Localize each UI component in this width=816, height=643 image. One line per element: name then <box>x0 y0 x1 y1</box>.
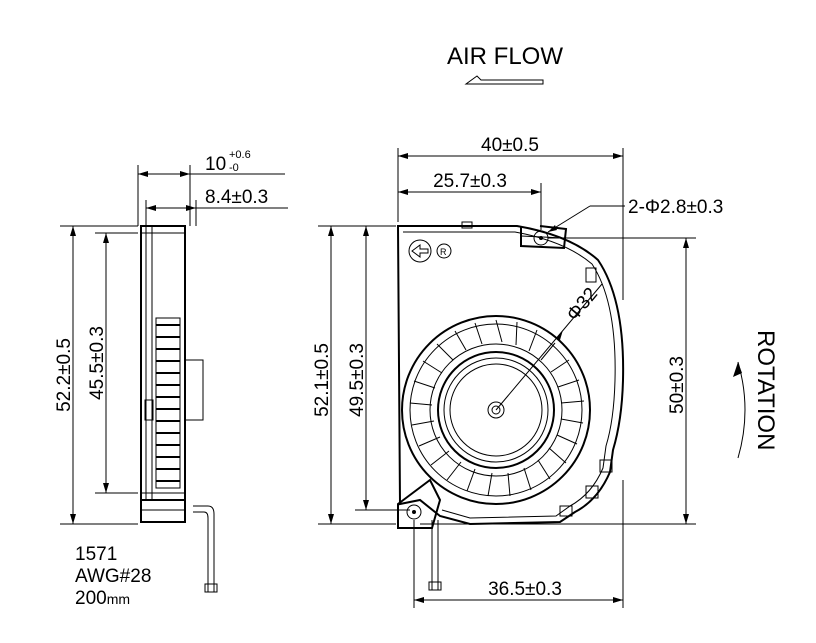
front-view-housing <box>396 225 625 526</box>
front-hole-label: 2-Φ2.8±0.3 <box>628 197 723 218</box>
side-depth-label: 10 <box>205 154 226 175</box>
airflow-callout: AIR FLOW <box>447 43 563 85</box>
rotation-arrow-icon <box>737 361 746 459</box>
wire-spec-line3: 200mm <box>75 588 130 609</box>
mount-hole-bottom <box>406 504 422 520</box>
rotation-callout: ROTATION <box>733 330 779 459</box>
side-depth-tol-plus: +0.6 <box>229 149 251 161</box>
side-depth-tol-minus: -0 <box>229 162 239 174</box>
front-height-right-label: 50±0.3 <box>667 356 688 414</box>
side-view-body <box>140 225 186 501</box>
side-inner-depth-label: 8.4±0.3 <box>205 187 268 208</box>
front-height-outer-label: 52.1±0.5 <box>312 343 333 417</box>
front-height-inner-label: 49.5±0.3 <box>347 343 368 417</box>
front-hole-offset-label: 25.7±0.3 <box>433 171 507 192</box>
front-view: R <box>312 135 723 608</box>
wire-spec-line1: 1571 <box>75 544 117 565</box>
wire-spec-line2: AWG#28 <box>75 566 151 587</box>
airflow-arrow-icon <box>464 75 544 85</box>
side-view-fins <box>155 317 181 489</box>
front-width-label: 40±0.5 <box>481 135 539 156</box>
direction-arrow-icon <box>408 239 432 263</box>
side-height-inner-label: 45.5±0.3 <box>87 326 108 400</box>
side-height-outer-label: 52.2±0.5 <box>54 338 75 412</box>
side-view: 10 +0.6 -0 8.4±0.3 52.2±0.5 45.5±0.3 157… <box>54 149 288 609</box>
certification-mark-icon <box>436 243 452 259</box>
svg-text:R: R <box>440 247 447 257</box>
rotation-label: ROTATION <box>752 330 779 450</box>
impeller <box>401 315 591 505</box>
airflow-label: AIR FLOW <box>447 43 563 70</box>
front-bottom-label: 36.5±0.3 <box>488 579 562 600</box>
